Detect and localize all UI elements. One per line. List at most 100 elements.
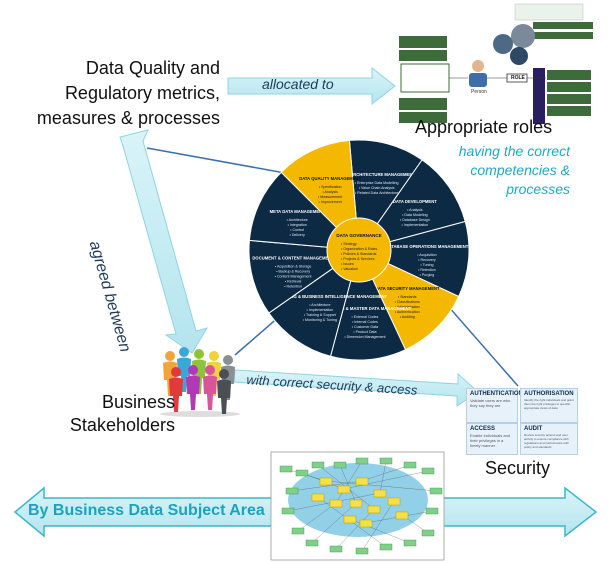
wheel-segment-title: DATABASE OPERATIONS MANAGEMENT (386, 244, 469, 249)
model-core-entity-box (329, 499, 343, 508)
model-relationship-line (297, 502, 337, 532)
wheel-segment-item: • Monitoring & Tuning (303, 318, 337, 322)
people-shadow (160, 411, 240, 417)
person-head (179, 347, 189, 357)
person-head (165, 351, 175, 361)
person-body (203, 375, 217, 410)
wheel-segment-item: • Training & Support (304, 313, 336, 317)
model-core-entity-box (311, 493, 325, 502)
model-core-entity-box (319, 477, 333, 486)
model-entity-box (421, 467, 435, 475)
wheel-segment-item: • Purging (420, 273, 435, 277)
model-entity-box (379, 457, 393, 465)
wheel-segment-item: • Implementation (401, 223, 428, 227)
wheel-segment-item: • Retrieval (285, 280, 302, 284)
business-line-1: Business (101, 392, 175, 412)
person-body (169, 377, 183, 412)
wheel-segment-item: • Backup & Recovery (276, 270, 310, 274)
model-core-entity-box (387, 497, 401, 506)
allocated-to-arrow (227, 66, 396, 106)
wheel-segment-item: • Analysis (322, 190, 338, 194)
wheel-segment-item: • Dimension Management (344, 335, 385, 339)
security-card-body: Enable individuals and their privileges … (470, 433, 511, 448)
wheel-center-item: • Strategy (341, 242, 357, 246)
wheel-segment-item: • Value Chain Analysis (359, 186, 395, 190)
wheel-center-item: • Valuation (341, 267, 358, 271)
model-entity-box (421, 529, 435, 537)
wheel-segment-item: • Standards (398, 295, 417, 299)
model-entity-box (403, 539, 417, 547)
security-card-audit: AUDIT Review security actions and user a… (520, 423, 578, 455)
dq-metrics-line-1: Data Quality and (85, 58, 220, 78)
wheel-segment-item: • Product Data (353, 330, 376, 334)
wheel-segment-title: DATA DEVELOPMENT (393, 199, 437, 204)
security-card-title: ACCESS (470, 426, 496, 432)
agreed-between-arrow (119, 129, 209, 354)
dq-metrics-line-3: measures & processes (36, 108, 220, 128)
wheel-segment-item: • Delivery (290, 233, 305, 237)
roles-subtitle-line-2: competencies & (470, 162, 570, 178)
person-head (205, 365, 215, 375)
wheel-segment-item: • Authentication (395, 310, 420, 314)
connector-dq (146, 147, 297, 176)
person-body (217, 379, 231, 414)
wheel-center (326, 217, 392, 283)
security-card-title: AUTHORISATION (524, 391, 574, 397)
model-relationship-line (343, 470, 429, 490)
wheel-segment-item: • Implementation (306, 308, 333, 312)
wheel-segment-item: • Customer Data (352, 325, 378, 329)
roles-subtitle: having the correct competencies & proces… (420, 142, 570, 199)
model-relationship-line (361, 500, 395, 552)
wheel-center-item: • Organization & Roles (341, 247, 377, 251)
wheel-segment-item: • Retention (284, 285, 302, 289)
wheel-segment-item: • Architecture (287, 218, 308, 222)
model-entity-box (295, 469, 309, 477)
wheel-center-title: DATA GOVERNANCE (336, 233, 381, 238)
person-head (223, 355, 233, 365)
wheel-segment-item: • Classifications (395, 300, 420, 304)
model-relationship-line (379, 460, 387, 494)
model-entity-box (311, 461, 325, 469)
wheel-segment-item: • Recovery (418, 258, 436, 262)
wheel-center-item: • Projects & Services (341, 257, 375, 261)
security-card-access: ACCESS Enable individuals and their priv… (466, 423, 518, 455)
model-core-entity-box (373, 489, 387, 498)
wheel-center-item: • Issues (341, 262, 354, 266)
wheel-segment-item: • Tuning (420, 263, 433, 267)
wheel-segment-item: • Specification (319, 185, 342, 189)
model-relationship-line (335, 460, 363, 504)
wheel-center-item: • Policies & Standards (341, 252, 377, 256)
dq-metrics-label: Data Quality and Regulatory metrics, mea… (20, 56, 220, 131)
wheel-segment-title: DATA QUALITY MANAGEMENT (299, 176, 361, 181)
wheel-segment-item: • External Codes (352, 315, 379, 319)
wheel-segment-title: DATA SECURITY MANAGEMENT (375, 286, 440, 291)
wheel-segment-item: • Acquisition (417, 253, 436, 257)
wheel-segment-item: • Auditing (400, 315, 415, 319)
wheel-segment-title: META DATA MANAGEMENT (270, 209, 325, 214)
model-entity-box (281, 507, 295, 515)
model-entity-box (279, 465, 293, 473)
model-entity-box (429, 487, 443, 495)
person-head (171, 367, 181, 377)
appropriate-roles-label: Appropriate roles (415, 117, 553, 137)
person-head (209, 351, 219, 361)
wheel-segment-item: • Administration (395, 305, 420, 309)
wheel-segment-item: • Enterprise Data Modelling (355, 181, 399, 185)
roles-role-label: ROLE (511, 75, 525, 81)
wheel-segment-item: • Architecture (309, 303, 330, 307)
data-governance-wheel: DATA ARCHITECTURE MANAGEMENT• Enterprise… (248, 139, 470, 361)
wheel-segment-title: DOCUMENT & CONTENT MANAGEMENT (252, 256, 334, 261)
wheel-segment-item: • Data Modeling (402, 213, 427, 217)
model-entity-box (425, 507, 439, 515)
stakeholder-people-icon (160, 347, 240, 417)
model-core-entity-box (359, 519, 373, 528)
wheel-segment-item: • Database Design (400, 218, 430, 222)
roles-diagram-thumbnail (399, 3, 593, 124)
security-card-body: Review security actions and user activit… (524, 433, 569, 449)
model-core-entity-box (367, 505, 381, 514)
wheel-segment-title: REFERENCE & MASTER DATA MANAGEMENT (319, 306, 412, 311)
business-line-2: Stakeholders (69, 415, 175, 435)
model-relationship-line (339, 464, 357, 504)
roles-subtitle-line-3: processes (506, 181, 570, 197)
